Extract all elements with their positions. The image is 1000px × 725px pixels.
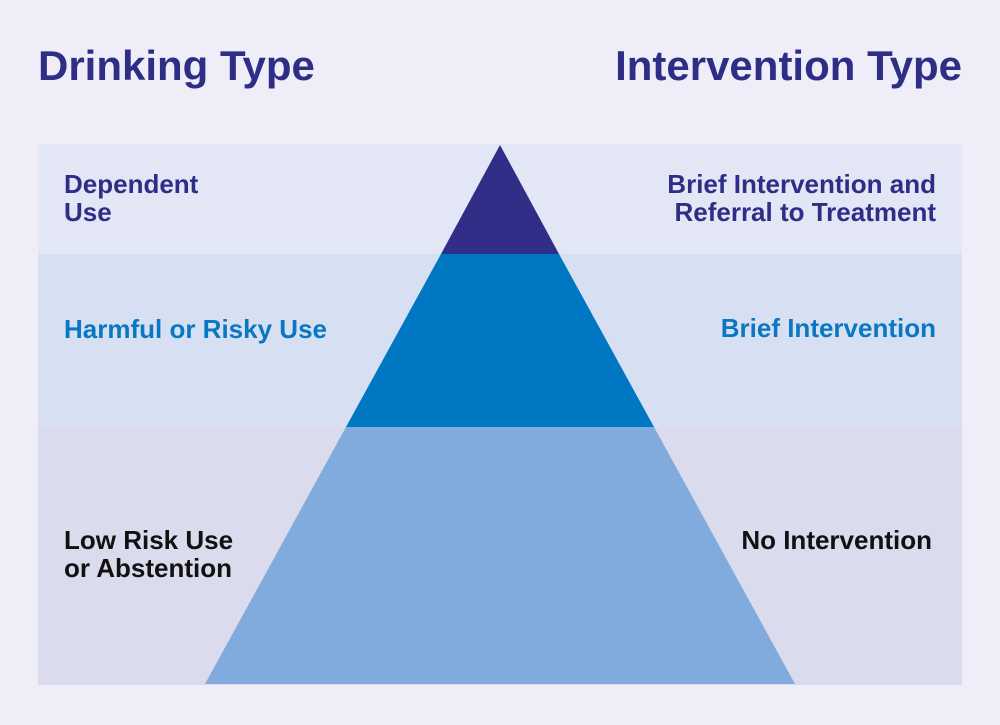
label-dependent-use: Dependent Use (64, 169, 199, 227)
label-brief-intervention-referral: Brief Intervention and Referral to Treat… (667, 169, 936, 227)
label-low-risk-use: Low Risk Use or Abstention (64, 525, 234, 583)
label-brief-intervention: Brief Intervention (720, 313, 936, 343)
label-harmful-risky-use: Harmful or Risky Use (64, 314, 327, 344)
drinking-type-heading: Drinking Type (38, 42, 315, 89)
label-no-intervention: No Intervention (741, 525, 932, 555)
pyramid-middle-tier (346, 254, 654, 427)
pyramid-top-tier (441, 145, 559, 254)
intervention-type-heading: Intervention Type (615, 42, 962, 89)
pyramid-bottom-tier (205, 427, 795, 684)
